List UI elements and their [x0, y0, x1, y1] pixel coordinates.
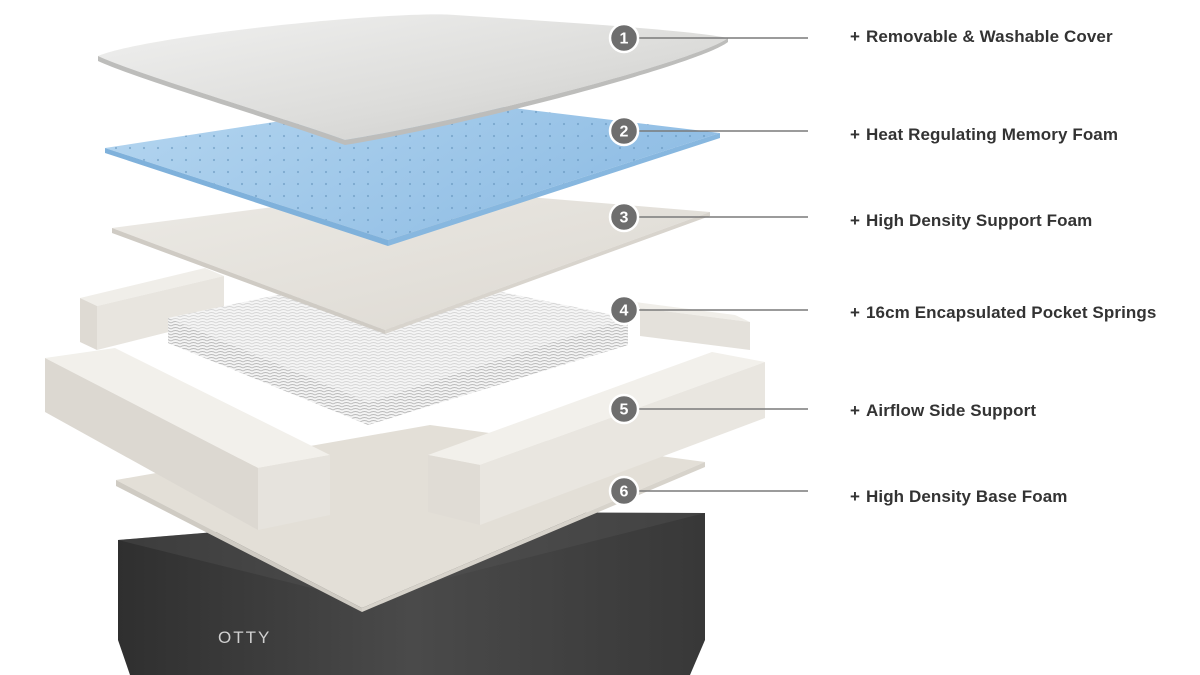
- plus-icon: +: [850, 125, 866, 145]
- plus-icon: +: [850, 401, 866, 421]
- legend-item-pocket-springs: + 16cm Encapsulated Pocket Springs: [850, 301, 1156, 325]
- legend-label: High Density Base Foam: [866, 487, 1068, 507]
- legend-item-support-foam: + High Density Support Foam: [850, 209, 1092, 233]
- legend-label: Heat Regulating Memory Foam: [866, 125, 1118, 145]
- legend-item-base-foam: + High Density Base Foam: [850, 485, 1068, 509]
- plus-icon: +: [850, 303, 866, 323]
- plus-icon: +: [850, 487, 866, 507]
- legend-item-memory-foam: + Heat Regulating Memory Foam: [850, 123, 1118, 147]
- plus-icon: +: [850, 211, 866, 231]
- plus-icon: +: [850, 27, 866, 47]
- legend-item-side-support: + Airflow Side Support: [850, 399, 1036, 423]
- legend-label: Removable & Washable Cover: [866, 27, 1113, 47]
- legend-label: Airflow Side Support: [866, 401, 1036, 421]
- legend-item-cover: + Removable & Washable Cover: [850, 25, 1113, 49]
- legend-label: High Density Support Foam: [866, 211, 1092, 231]
- legend-label: 16cm Encapsulated Pocket Springs: [866, 303, 1156, 323]
